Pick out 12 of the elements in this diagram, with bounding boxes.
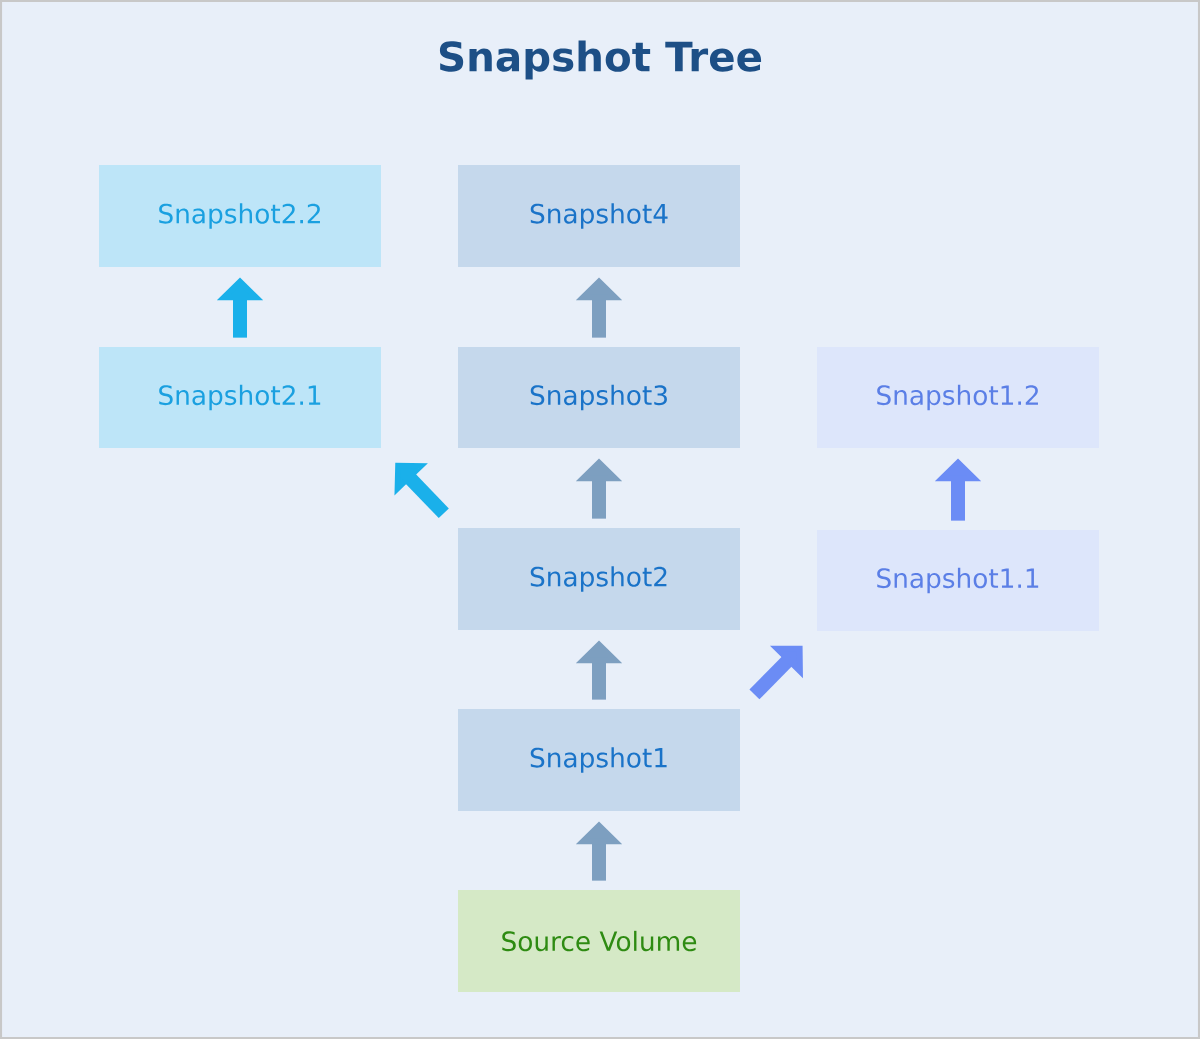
snapshot-box: Snapshot2.2	[99, 165, 381, 267]
snapshot-box: Snapshot1	[458, 709, 740, 811]
snapshot-box: Snapshot1.1	[817, 530, 1099, 631]
snapshot-box: Snapshot2.1	[99, 347, 381, 448]
title: Snapshot Tree	[439, 40, 762, 80]
arrow	[749, 645, 803, 700]
snapshot-box: Snapshot2	[458, 528, 740, 630]
snapshot-box: Snapshot1.2	[817, 347, 1099, 448]
arrow	[394, 462, 449, 519]
snapshot-box: Source Volume	[458, 890, 740, 992]
snapshot-box: Snapshot4	[458, 165, 740, 267]
snapshot-box: Snapshot3	[458, 347, 740, 448]
